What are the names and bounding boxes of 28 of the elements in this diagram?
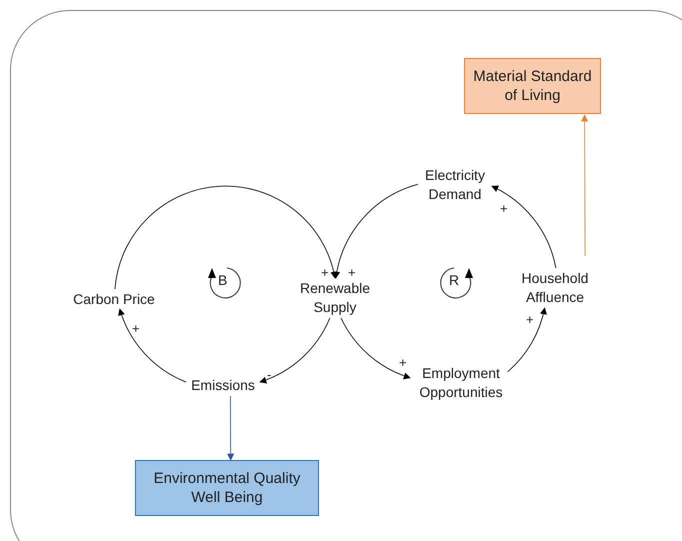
loop-label: R xyxy=(449,273,460,287)
node-label: Emissions xyxy=(191,376,255,394)
polarity-sign: + xyxy=(500,202,508,215)
arrow xyxy=(581,114,588,256)
arrow xyxy=(227,396,234,461)
polarity-sign: + xyxy=(526,313,534,326)
arrow xyxy=(334,184,418,279)
node-label: Environmental Quality Well Being xyxy=(152,469,302,507)
arrow xyxy=(118,308,186,382)
polarity-sign: - xyxy=(267,368,272,381)
polarity-sign: + xyxy=(321,266,329,279)
node-label: Electricity Demand xyxy=(424,166,486,204)
polarity-sign: + xyxy=(348,266,356,279)
arrow xyxy=(114,186,337,290)
node-label: Renewable Supply xyxy=(298,279,372,317)
polarity-sign: + xyxy=(399,356,407,369)
outcome-box xyxy=(135,460,319,516)
node-label: Carbon Price xyxy=(73,290,155,308)
loop-label: B xyxy=(218,273,228,287)
outcome-box xyxy=(464,58,601,114)
node-label: Employment Opportunities xyxy=(418,364,504,402)
polarity-sign: + xyxy=(132,322,140,335)
arrow xyxy=(340,318,411,379)
arrow xyxy=(491,186,556,268)
node-label: Material Standard of Living xyxy=(472,67,593,105)
arrow xyxy=(259,318,330,384)
node-label: Household Affluence xyxy=(520,269,590,307)
arrow xyxy=(507,307,547,372)
